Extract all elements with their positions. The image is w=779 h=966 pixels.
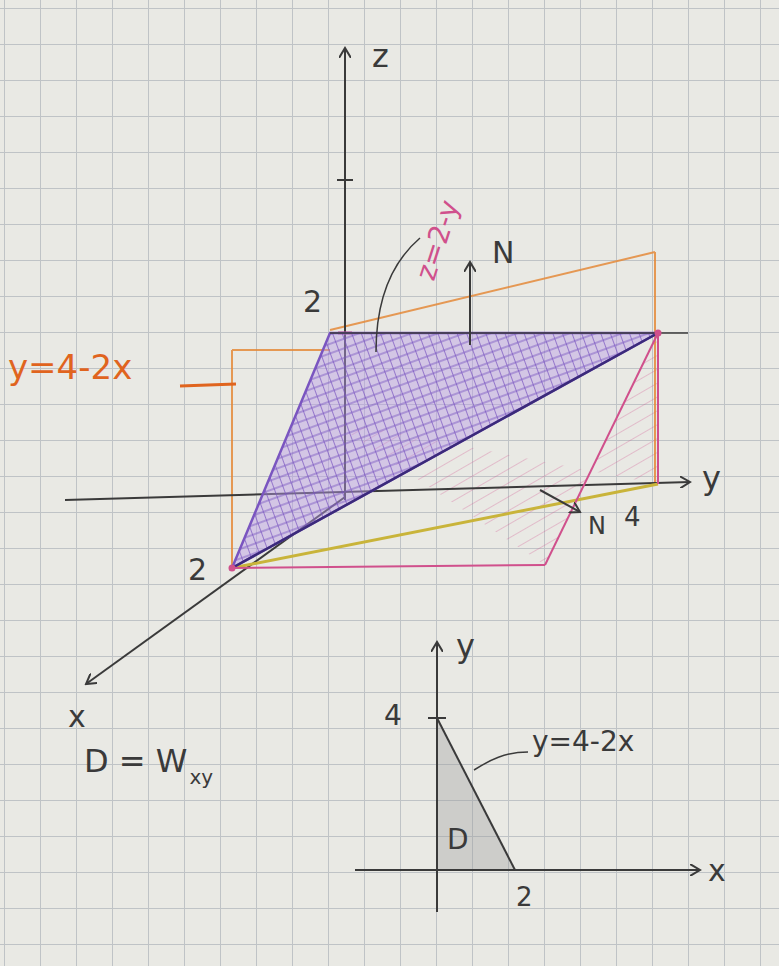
subscript: xy <box>189 767 213 787</box>
vertex-dot <box>229 565 236 572</box>
plane-diagonal <box>232 333 658 568</box>
tick-value: 2 <box>303 287 322 317</box>
axis-label: x <box>68 702 86 732</box>
curve-equation: y=4-2x <box>532 728 634 756</box>
plane-fill <box>232 333 658 568</box>
vector-label: N <box>492 238 514 268</box>
axis-label: y <box>702 462 721 494</box>
tick-value: 4 <box>384 702 402 730</box>
tick-value: 2 <box>516 884 533 910</box>
curve-equation: y=4-2x <box>8 350 132 384</box>
region-name: D <box>447 826 469 854</box>
leader-line <box>474 752 528 770</box>
tick-value: 2 <box>188 555 207 585</box>
axis-label: y <box>456 630 475 662</box>
normal-arrow <box>469 262 471 345</box>
axis-label: z <box>372 40 389 72</box>
normal-arrow <box>540 490 580 512</box>
vertex-dot <box>655 330 662 337</box>
leader-line <box>376 238 420 352</box>
tick-value: 4 <box>624 504 641 530</box>
axes-2d <box>355 642 700 912</box>
plane-surface <box>232 333 658 568</box>
pink-edges <box>232 333 658 568</box>
surface-equation: z=2-y <box>412 197 464 284</box>
vector-label: N <box>588 514 606 538</box>
region-d <box>437 718 515 870</box>
orange-leader <box>180 384 236 386</box>
region-name: D = W <box>84 745 187 777</box>
axis-label: x <box>708 856 726 886</box>
top-line <box>330 332 688 334</box>
axes-3d <box>65 48 690 684</box>
